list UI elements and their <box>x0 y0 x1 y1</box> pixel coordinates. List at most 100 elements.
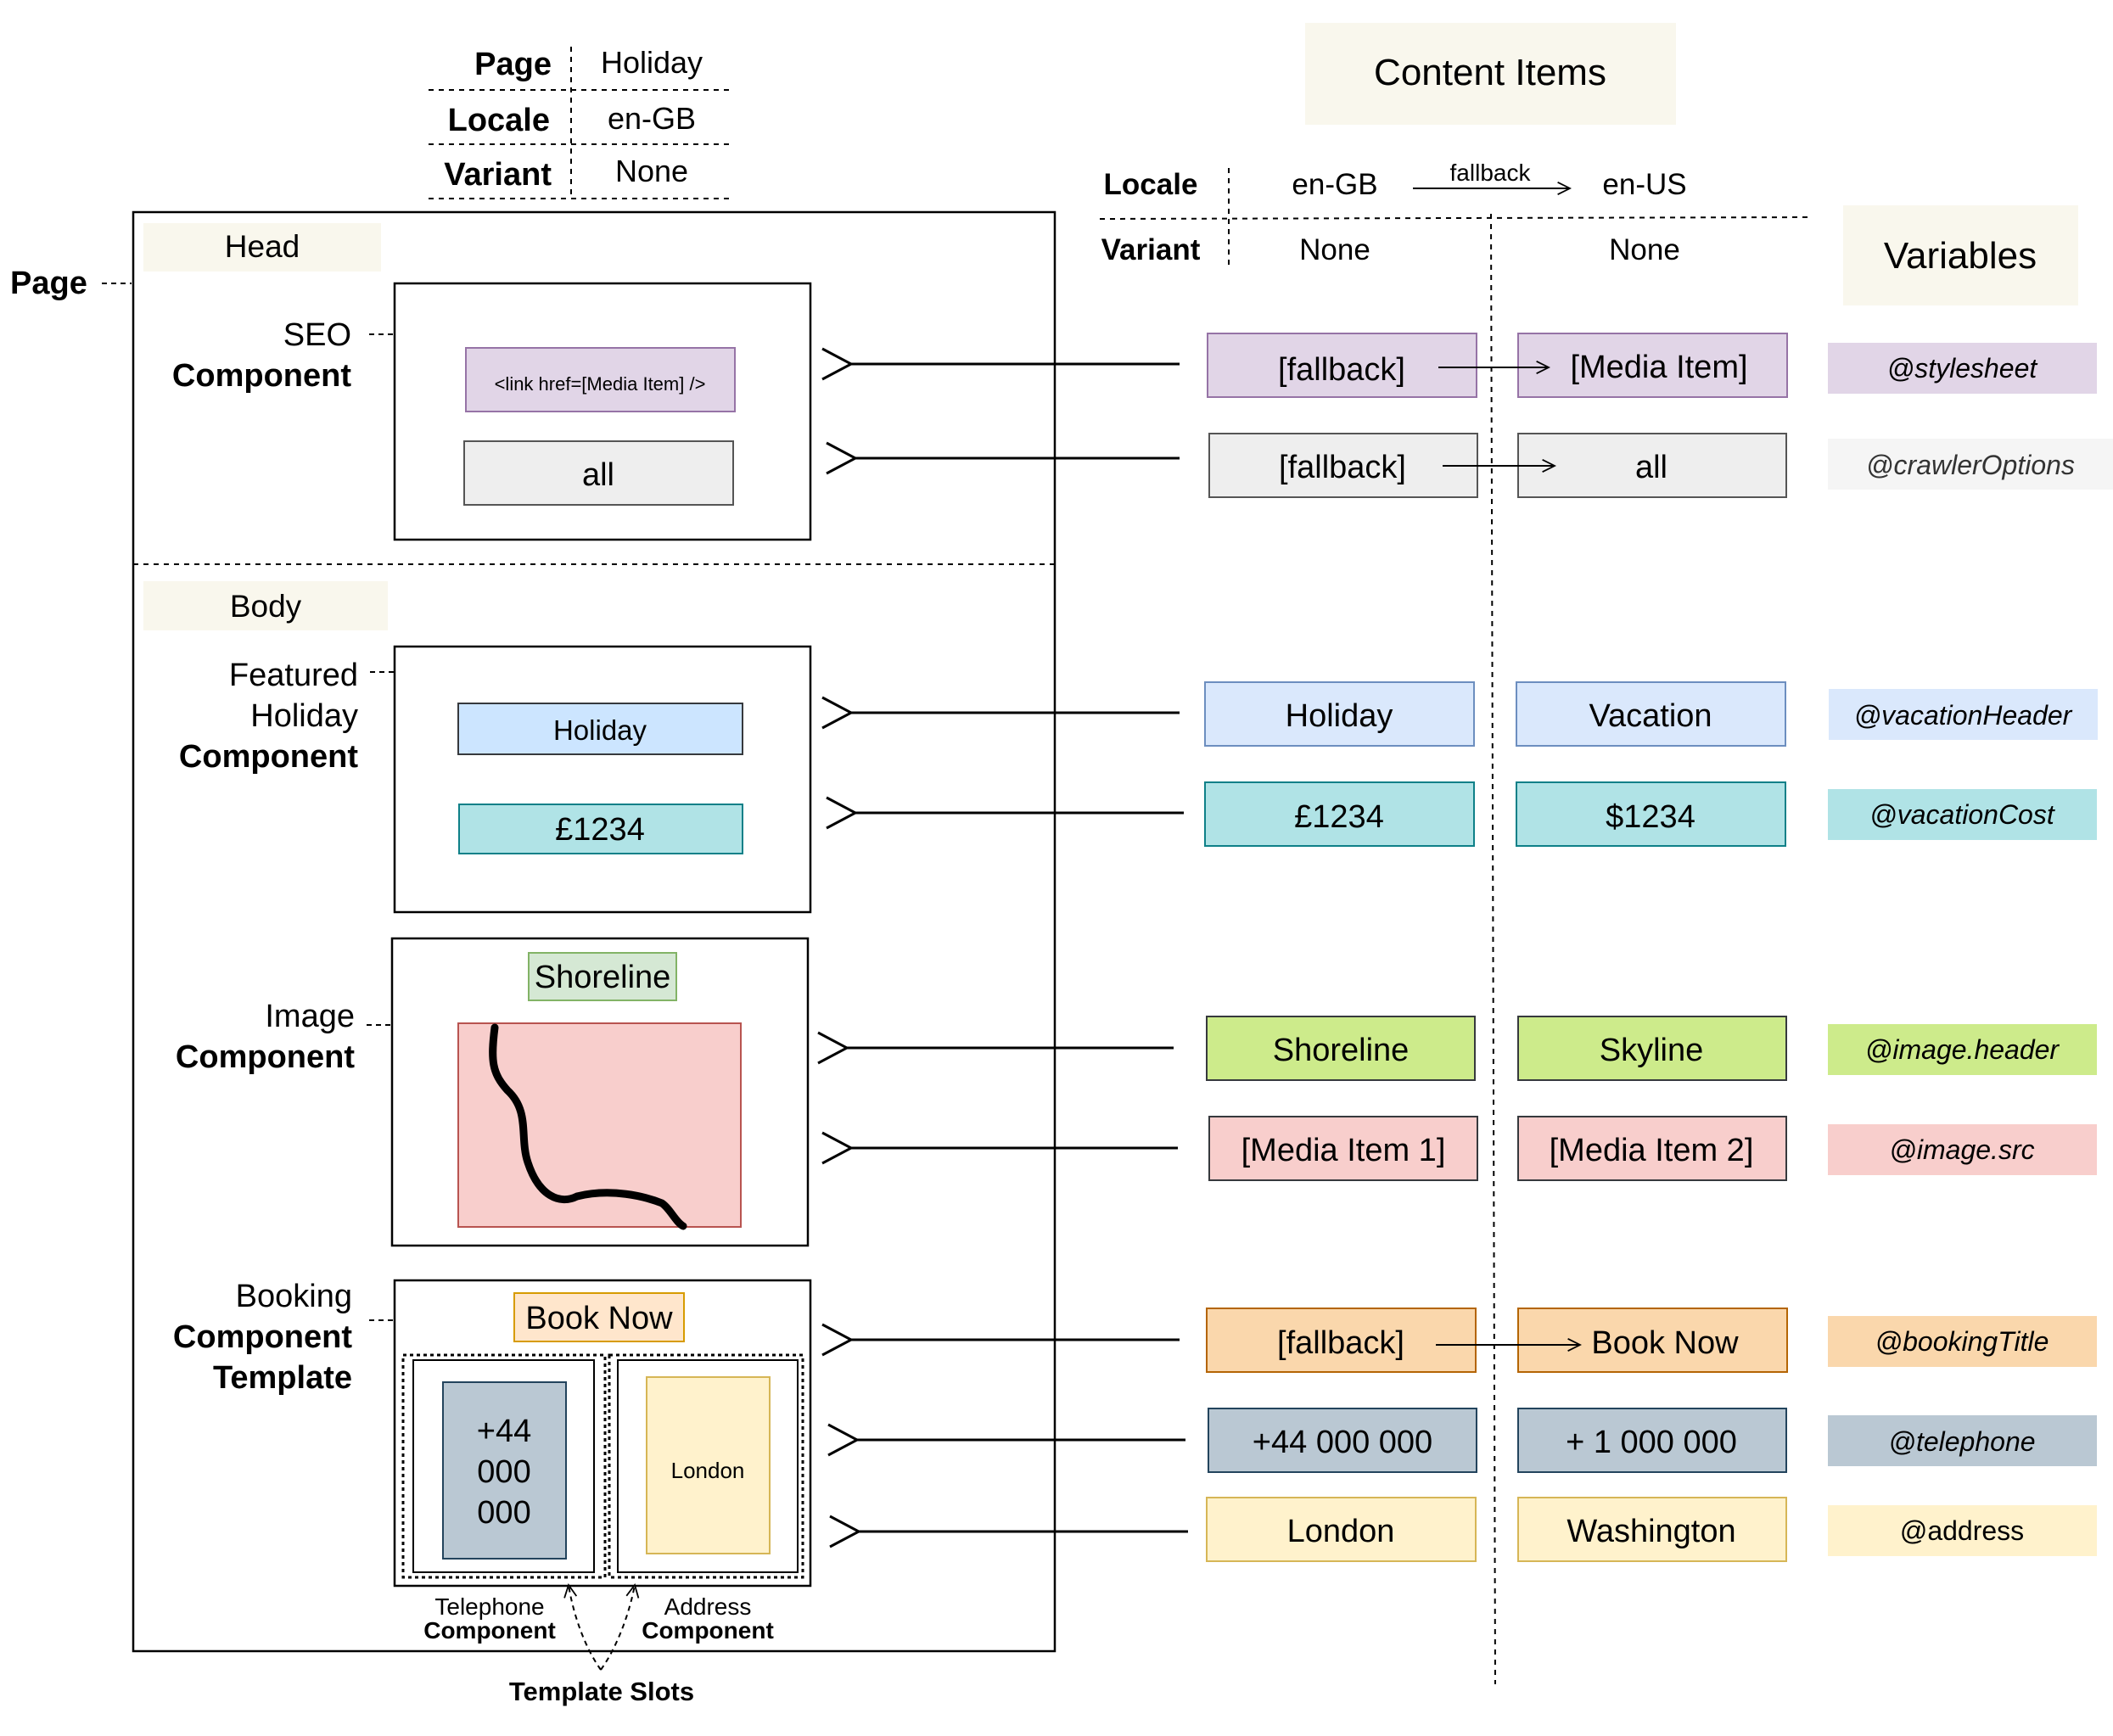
content-items-title-bg <box>1305 23 1676 125</box>
featured-name-line1: Featured <box>229 658 358 693</box>
locale-primary: en-GB <box>1292 168 1377 201</box>
seo-crawler-box <box>463 440 734 506</box>
booking-title-box <box>513 1292 685 1342</box>
booking-telephone-line3: 000 <box>477 1495 530 1531</box>
content-right-vacation-cost-text: $1234 <box>1606 799 1695 835</box>
content-left-telephone-text: +44 000 000 <box>1253 1425 1432 1460</box>
content-right-image-header-text: Skyline <box>1600 1033 1704 1068</box>
booking-telephone-line1: +44 <box>477 1414 531 1449</box>
locale-fallback-arrow-label: fallback <box>1450 160 1532 186</box>
booking-component-box <box>393 1279 812 1588</box>
variable-booking-title: @bookingTitle <box>1875 1326 2049 1357</box>
featured-cost: £1234 <box>555 812 645 848</box>
image-header: Shoreline <box>535 960 671 995</box>
variable-telephone-bg <box>1828 1415 2097 1466</box>
seo-link-tag: <link href=[Media Item] /> <box>495 373 706 395</box>
locale-variant-header: Locale Variant en-GB en-US fallback None… <box>1099 160 1813 1685</box>
featured-component-box <box>393 645 812 914</box>
content-left-vacation-header <box>1204 681 1475 747</box>
content-right-vacation-header <box>1516 681 1786 747</box>
content-right-crawler-text: all <box>1635 450 1667 485</box>
content-right-crawler <box>1517 433 1787 498</box>
content-right-booking-title-text: Book Now <box>1591 1325 1739 1361</box>
content-right-booking-title <box>1517 1308 1788 1373</box>
variable-crawler-bg <box>1828 439 2113 490</box>
variant-label: Variant <box>1101 233 1201 266</box>
content-right-vacation-cost <box>1516 781 1786 847</box>
page-container <box>132 210 1056 1653</box>
variable-stylesheet-bg <box>1828 343 2097 394</box>
image-component: Image Component Shoreline <box>176 937 810 1247</box>
image-component-box <box>390 937 810 1247</box>
template-slot-arrow-telephone <box>569 1585 602 1671</box>
booking-name-line3: Template <box>213 1360 352 1396</box>
meta-label-page: Page <box>474 47 552 82</box>
featured-header-box <box>457 703 743 755</box>
content-right-image-src-text: [Media Item 2] <box>1550 1133 1754 1168</box>
meta-value-locale: en-GB <box>608 101 696 136</box>
content-left-booking-title <box>1206 1308 1477 1373</box>
featured-holiday-component: Featured Holiday Component Holiday £1234 <box>179 645 812 914</box>
variables-title: Variables <box>1884 235 2037 277</box>
variant-fallback: None <box>1609 233 1680 266</box>
page-label: Page <box>10 266 87 301</box>
variable-telephone: @telephone <box>1888 1426 2035 1457</box>
image-name-line2: Component <box>176 1039 355 1075</box>
content-left-image-src-text: [Media Item 1] <box>1241 1133 1446 1168</box>
slot-telephone-line1: Telephone <box>434 1593 544 1620</box>
template-slot-arrow-address <box>600 1585 635 1671</box>
content-item-rows: [fallback] [Media Item] @stylesheet [fal… <box>847 333 2113 1562</box>
content-left-image-header <box>1206 1016 1476 1081</box>
variable-vacation-header: @vacationHeader <box>1854 700 2073 731</box>
address-slot-outline <box>608 1353 804 1579</box>
seo-name-line1: SEO <box>283 317 351 353</box>
head-title-bg <box>143 223 381 272</box>
locale-column-divider <box>1490 213 1496 1685</box>
content-left-stylesheet <box>1207 333 1477 398</box>
content-left-image-header-text: Shoreline <box>1273 1033 1410 1068</box>
content-right-telephone <box>1517 1408 1787 1473</box>
variable-image-header: @image.header <box>1865 1034 2060 1065</box>
variables-title-bg <box>1843 205 2078 305</box>
meta-label-locale: Locale <box>448 103 550 138</box>
seo-crawler-value: all <box>582 457 614 493</box>
content-left-vacation-cost-text: £1234 <box>1294 799 1384 835</box>
locale-label: Locale <box>1104 168 1198 201</box>
variable-vacation-header-bg <box>1829 689 2098 740</box>
telephone-slot-outline <box>401 1353 607 1579</box>
content-left-crawler <box>1208 433 1478 498</box>
content-right-telephone-text: + 1 000 000 <box>1566 1425 1737 1460</box>
booking-address-box <box>646 1376 771 1554</box>
variable-address-bg <box>1828 1505 2097 1556</box>
seo-name-line2: Component <box>172 358 351 394</box>
image-header-box <box>528 952 677 1001</box>
booking-component-template: Booking Component Template Book Now +44 … <box>173 1279 812 1706</box>
seo-link-tag-box <box>465 347 736 412</box>
content-left-vacation-header-text: Holiday <box>1286 698 1393 734</box>
content-right-address-text: Washington <box>1567 1514 1735 1549</box>
variable-image-src-bg <box>1828 1124 2097 1175</box>
featured-header: Holiday <box>553 714 647 746</box>
variable-image-header-bg <box>1828 1024 2097 1075</box>
address-component-box <box>617 1359 799 1573</box>
content-right-image-src <box>1517 1116 1787 1181</box>
variant-primary: None <box>1299 233 1370 266</box>
slot-address-line2: Component <box>642 1617 774 1644</box>
slot-address-line1: Address <box>664 1593 752 1620</box>
template-slots-label: Template Slots <box>509 1677 694 1706</box>
content-left-stylesheet-text: [fallback] <box>1278 352 1405 388</box>
featured-name-line2: Holiday <box>250 698 358 734</box>
content-left-vacation-cost <box>1204 781 1475 847</box>
booking-title: Book Now <box>525 1301 673 1336</box>
head-title: Head <box>225 229 300 264</box>
content-right-image-header <box>1517 1016 1787 1081</box>
variable-crawler: @crawlerOptions <box>1866 450 2075 480</box>
content-left-address-text: London <box>1287 1514 1395 1549</box>
content-right-stylesheet <box>1517 333 1788 398</box>
body-title: Body <box>230 589 302 624</box>
locale-fallback: en-US <box>1602 168 1686 201</box>
page-meta-table: Page Holiday Locale en-GB Variant None <box>429 45 730 199</box>
meta-value-page: Holiday <box>601 45 703 80</box>
content-left-crawler-text: [fallback] <box>1279 450 1406 485</box>
